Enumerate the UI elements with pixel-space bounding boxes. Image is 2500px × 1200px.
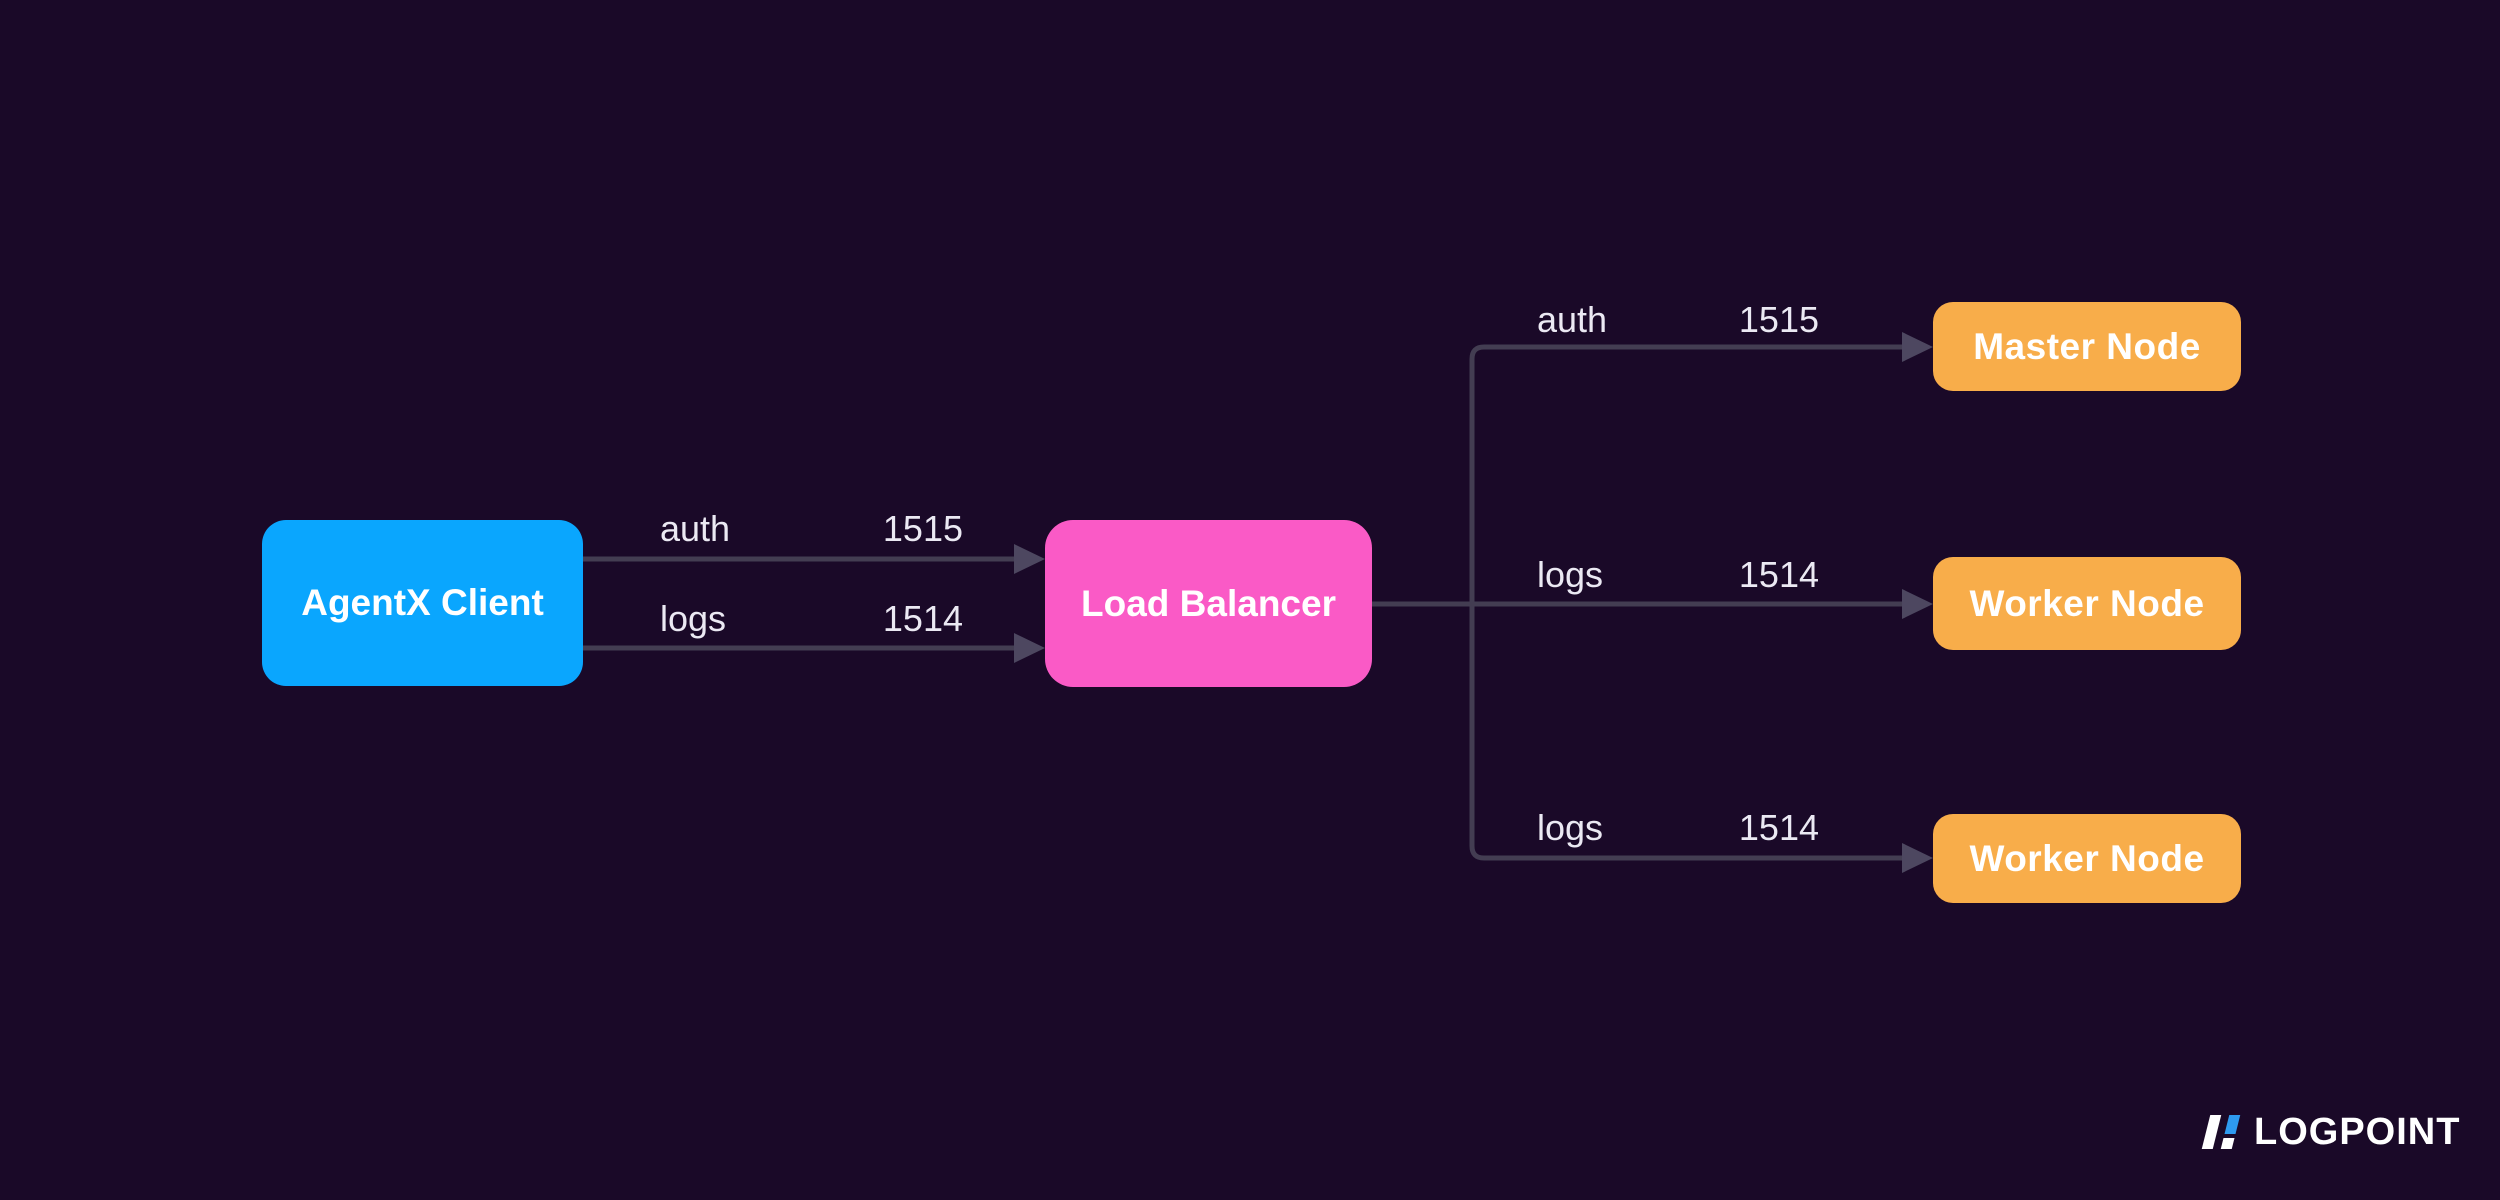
label-client-auth: auth 1515 (660, 507, 963, 551)
port-label: 1515 (1738, 299, 1819, 340)
node-worker-2-label: Worker Node (1969, 837, 2205, 879)
connector-lb-worker1-arrowhead (1902, 589, 1933, 619)
protocol-label: logs (1537, 554, 1604, 595)
protocol-label: logs (1537, 807, 1604, 848)
protocol-label: auth (660, 508, 731, 549)
protocol-label: auth (1537, 299, 1608, 340)
label-client-logs: logs 1514 (660, 597, 963, 641)
node-master: Master Node (1933, 302, 2241, 391)
logo-bar-split (2220, 1115, 2241, 1149)
connector-lb-trunk (1469, 344, 1904, 861)
logpoint-logo: LOGPOINT (2201, 1110, 2461, 1154)
label-lb-worker2-logs: logs 1514 (1537, 806, 1819, 850)
port-label: 1514 (1738, 554, 1819, 595)
label-lb-worker1-logs: logs 1514 (1537, 553, 1819, 597)
logpoint-logo-icon (2201, 1115, 2241, 1149)
node-master-label: Master Node (1973, 325, 2201, 367)
node-load-balancer: Load Balancer (1045, 520, 1372, 687)
logo-bar-white-segment (2220, 1138, 2235, 1149)
connector-client-auth-arrowhead (1014, 544, 1045, 574)
node-load-balancer-label: Load Balancer (1081, 582, 1336, 624)
node-worker-2: Worker Node (1933, 814, 2241, 903)
node-agentx-client-label: AgentX Client (301, 582, 544, 623)
logpoint-logo-text: LOGPOINT (2254, 1110, 2461, 1153)
logo-bar-blue-segment (2224, 1115, 2241, 1134)
connector-client-logs-arrowhead (1014, 633, 1045, 663)
connector-lb-master-arrowhead (1902, 332, 1933, 362)
port-label: 1514 (1738, 807, 1819, 848)
label-lb-master-auth: auth 1515 (1537, 298, 1819, 342)
node-agentx-client: AgentX Client (262, 520, 583, 686)
node-worker-1-label: Worker Node (1969, 582, 2205, 624)
port-label: 1515 (882, 508, 963, 549)
port-label: 1514 (882, 598, 963, 639)
protocol-label: logs (660, 598, 727, 639)
node-worker-1: Worker Node (1933, 557, 2241, 650)
connector-lb-worker2-arrowhead (1902, 843, 1933, 873)
